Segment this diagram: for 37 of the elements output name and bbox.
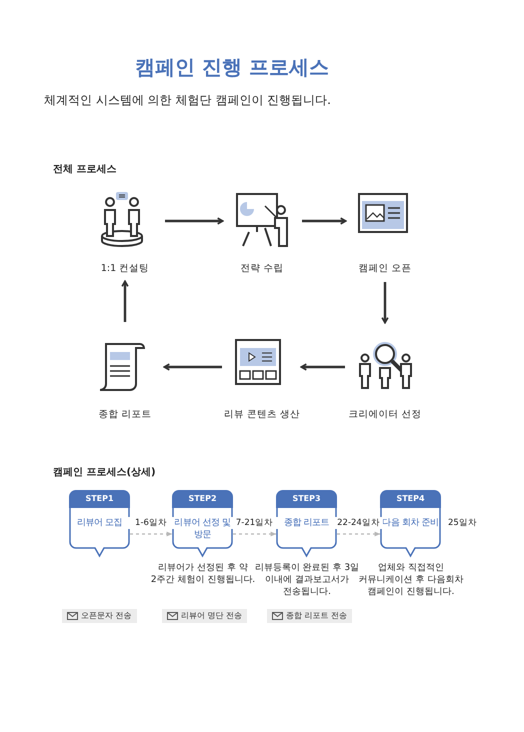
edge-label: 7-21일차 [230, 517, 278, 529]
section-heading: 캠페인 프로세스(상세) [53, 466, 156, 479]
arrow [300, 363, 345, 371]
subtitle: 체계적인 시스템에 의한 체험단 캠페인이 진행됩니다. [44, 92, 331, 109]
arrow [163, 363, 222, 371]
edge-label: 1-6일차 [127, 517, 175, 529]
arrow [381, 282, 389, 324]
edge-label: 22-24일차 [334, 517, 382, 529]
section-heading: 전체 프로세스 [53, 163, 116, 176]
step-title: 리뷰어 모집 [76, 517, 124, 529]
message-badge: 오픈문자 전송 [62, 609, 137, 623]
step-label: 캠페인 오픈 [357, 262, 413, 275]
step-label: 종합 리포트 [97, 408, 153, 421]
step-title: 종합 리포트 [282, 517, 330, 529]
step-label: 전략 수립 [239, 262, 285, 275]
step-label: 리뷰 콘텐츠 생산 [222, 408, 302, 421]
day-label: 25일차 [448, 517, 477, 529]
step-header: STEP4 [380, 490, 441, 508]
step-header: STEP3 [276, 490, 337, 508]
description: 리뷰어가 선정된 후 약 2주간 체험이 진행됩니다. [150, 562, 256, 586]
description: 업체와 직접적인 커뮤니케이션 후 다음회차 캠페인이 진행됩니다. [358, 562, 464, 598]
message-badge: 종합 리포트 전송 [267, 609, 352, 623]
step-title: 리뷰어 선정 및 방문 [173, 517, 232, 541]
arrow [302, 217, 347, 225]
message-badge: 리뷰어 명단 전송 [162, 609, 248, 623]
arrow [233, 532, 277, 536]
step-label: 1:1 컨설팅 [100, 262, 150, 275]
step-header: STEP1 [69, 490, 130, 508]
arrow [165, 217, 224, 225]
step-label: 크리에이터 선정 [347, 408, 423, 421]
step-header: STEP2 [172, 490, 233, 508]
arrow [337, 532, 381, 536]
step-title: 다음 회차 준비 [381, 517, 440, 529]
arrow [121, 280, 129, 322]
description: 리뷰등록이 완료된 후 3일 이내에 결과보고서가 전송됩니다. [254, 562, 360, 598]
arrow [130, 532, 173, 536]
title: 캠페인 진행 프로세스 [134, 54, 330, 81]
